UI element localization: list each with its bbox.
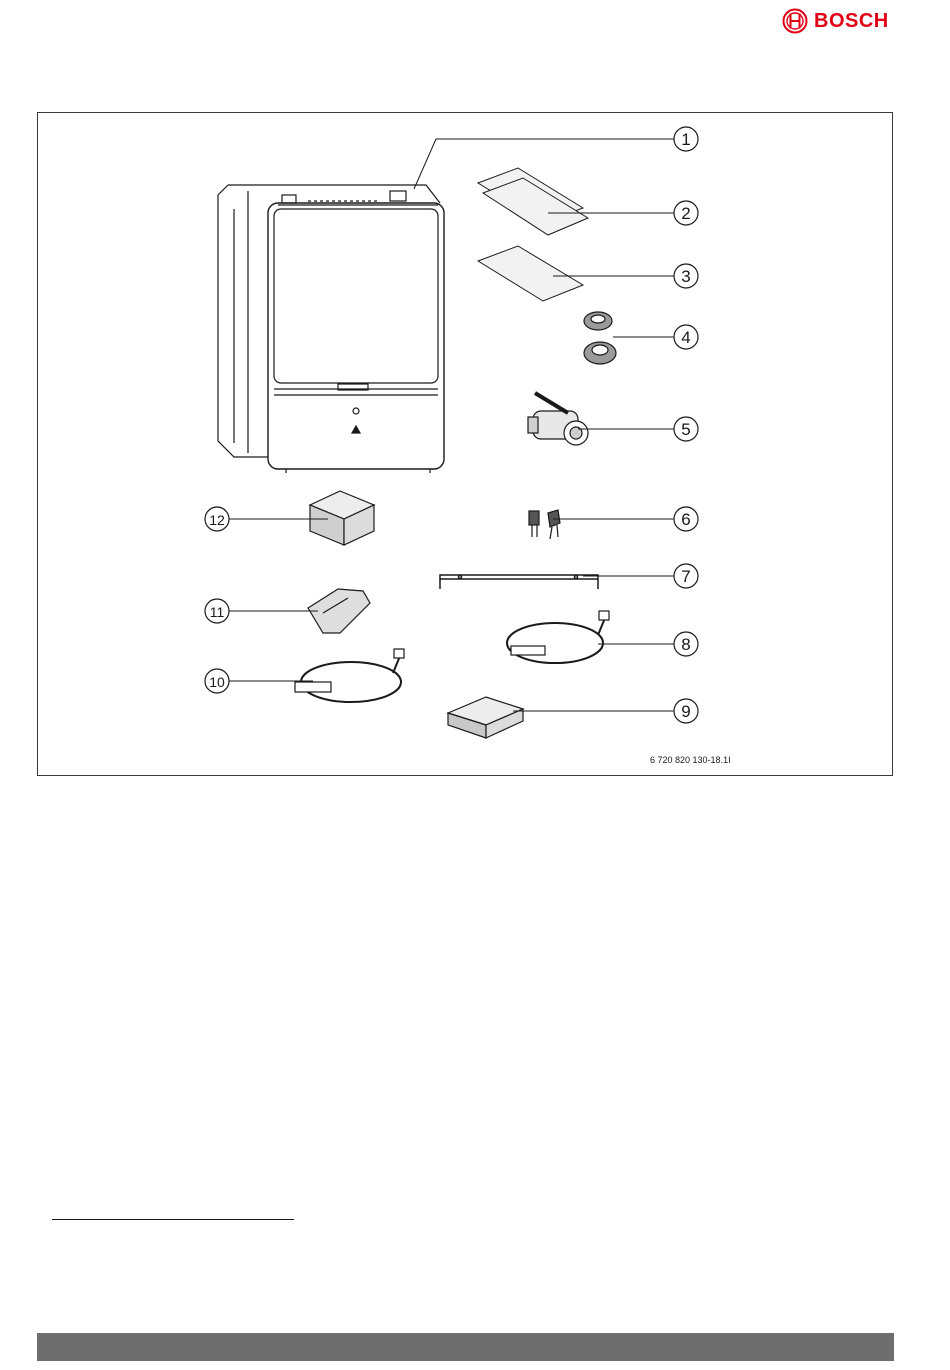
callout-2: 2 [674,201,698,225]
callout-3: 3 [674,264,698,288]
bosch-logo: BOSCH [782,6,902,36]
callout-5: 5 [674,417,698,441]
scope-of-delivery-drawing: 1 2 3 4 5 6 7 [38,113,894,777]
booklet-single [478,246,583,301]
svg-text:2: 2 [681,204,690,223]
callout-4: 4 [674,325,698,349]
valve [528,393,588,445]
callout-9: 9 [674,699,698,723]
svg-text:7: 7 [681,567,690,586]
svg-text:5: 5 [681,420,690,439]
svg-text:3: 3 [681,267,690,286]
footnote-rule [52,1219,294,1220]
svg-text:4: 4 [681,328,690,347]
svg-text:11: 11 [210,604,225,620]
box-12 [310,491,374,545]
sensor-cable-8 [507,611,609,663]
callout-6: 6 [674,507,698,531]
bosch-armature-icon [782,8,808,34]
callout-11: 11 [205,599,229,623]
callout-12: 12 [205,507,229,531]
svg-text:9: 9 [681,702,690,721]
svg-text:10: 10 [209,674,225,690]
svg-text:8: 8 [681,635,690,654]
box-9 [448,697,523,738]
connector-pins [529,510,560,539]
grommets [584,312,616,364]
callout-8: 8 [674,632,698,656]
figure-code: 6 720 820 130-18.1I [650,755,731,765]
callout-7: 7 [674,564,698,588]
callout-10: 10 [205,669,229,693]
booklets-two [478,168,588,235]
footer-bar [37,1333,894,1361]
sensor-cable-10 [295,649,404,702]
svg-text:12: 12 [209,512,225,528]
boiler-unit [218,185,444,473]
svg-text:6: 6 [681,510,690,529]
mounting-rail [440,575,598,589]
svg-text:1: 1 [681,130,690,149]
callout-1: 1 [674,127,698,151]
figure-frame: 1 2 3 4 5 6 7 [37,112,893,776]
brand-name: BOSCH [814,10,889,33]
